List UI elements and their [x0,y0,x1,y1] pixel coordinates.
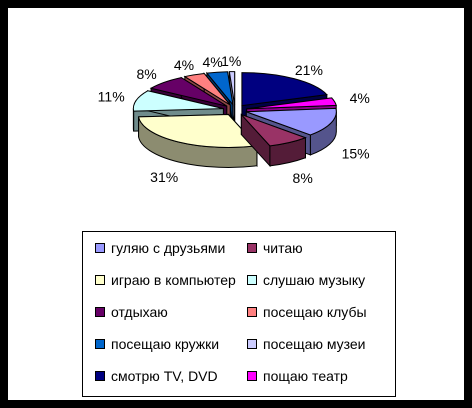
legend-label: отдыхаю [111,304,168,320]
legend-item-посещаю-клубы: посещаю клубы [247,302,367,322]
legend-label: играю в компьютер [111,272,236,288]
legend-item-посещаю-кружки: посещаю кружки [95,334,219,354]
legend-swatch [247,243,257,253]
legend-item-читаю: читаю [247,238,303,258]
pie-slice-играю-в-компьютер [137,113,258,168]
pct-label-отдыхаю: 8% [137,66,157,82]
legend-label: читаю [263,240,303,256]
chart-frame: 21%4%15%8%31%11%8%4%4%1% гуляю с друзьям… [8,8,464,400]
legend-label: гуляю с друзьями [111,240,226,256]
legend-label: слушаю музыку [263,272,366,288]
pct-label-пощаю-театр: 4% [350,90,370,106]
legend-item-смотрю-tv-dvd: смотрю TV, DVD [95,366,218,386]
legend-item-гуляю-с-друзьями: гуляю с друзьями [95,238,225,258]
pie-slice-читаю [240,113,307,168]
legend-swatch [95,307,105,317]
legend-swatch [247,307,257,317]
pct-label-слушаю-музыку: 11% [98,88,125,104]
pct-label-посещаю-музеи: 1% [221,53,241,69]
legend-label: смотрю TV, DVD [111,368,218,384]
legend-label: посещаю клубы [263,304,367,320]
legend-item-посещаю-музеи: посещаю музеи [247,334,366,354]
legend-item-отдыхаю: отдыхаю [95,302,168,322]
legend-label: пощаю театр [263,368,348,384]
legend-swatch [247,275,257,285]
pct-label-смотрю-tv-dvd: 21% [295,62,323,78]
legend-label: посещаю музеи [263,336,366,352]
legend-swatch [247,371,257,381]
legend-swatch [95,339,105,349]
legend-item-пощаю-театр: пощаю театр [247,366,348,386]
pct-label-читаю: 8% [293,170,313,186]
pct-label-посещаю-кружки: 4% [202,54,222,70]
legend-swatch [95,243,105,253]
pct-label-играю-в-компьютер: 31% [150,169,178,185]
legend-label: посещаю кружки [111,336,220,352]
chart-legend: гуляю с друзьями читаю играю в компьютер сл… [82,231,396,397]
pct-label-посещаю-клубы: 4% [174,57,194,73]
pie-chart: 21%4%15%8%31%11%8%4%4%1% [98,53,370,186]
legend-swatch [247,339,257,349]
pct-label-гуляю-с-друзьями: 15% [342,146,370,162]
legend-item-играю-в-компьютер: играю в компьютер [95,270,236,290]
legend-swatch [95,371,105,381]
legend-item-слушаю-музыку: слушаю музыку [247,270,365,290]
legend-swatch [95,275,105,285]
